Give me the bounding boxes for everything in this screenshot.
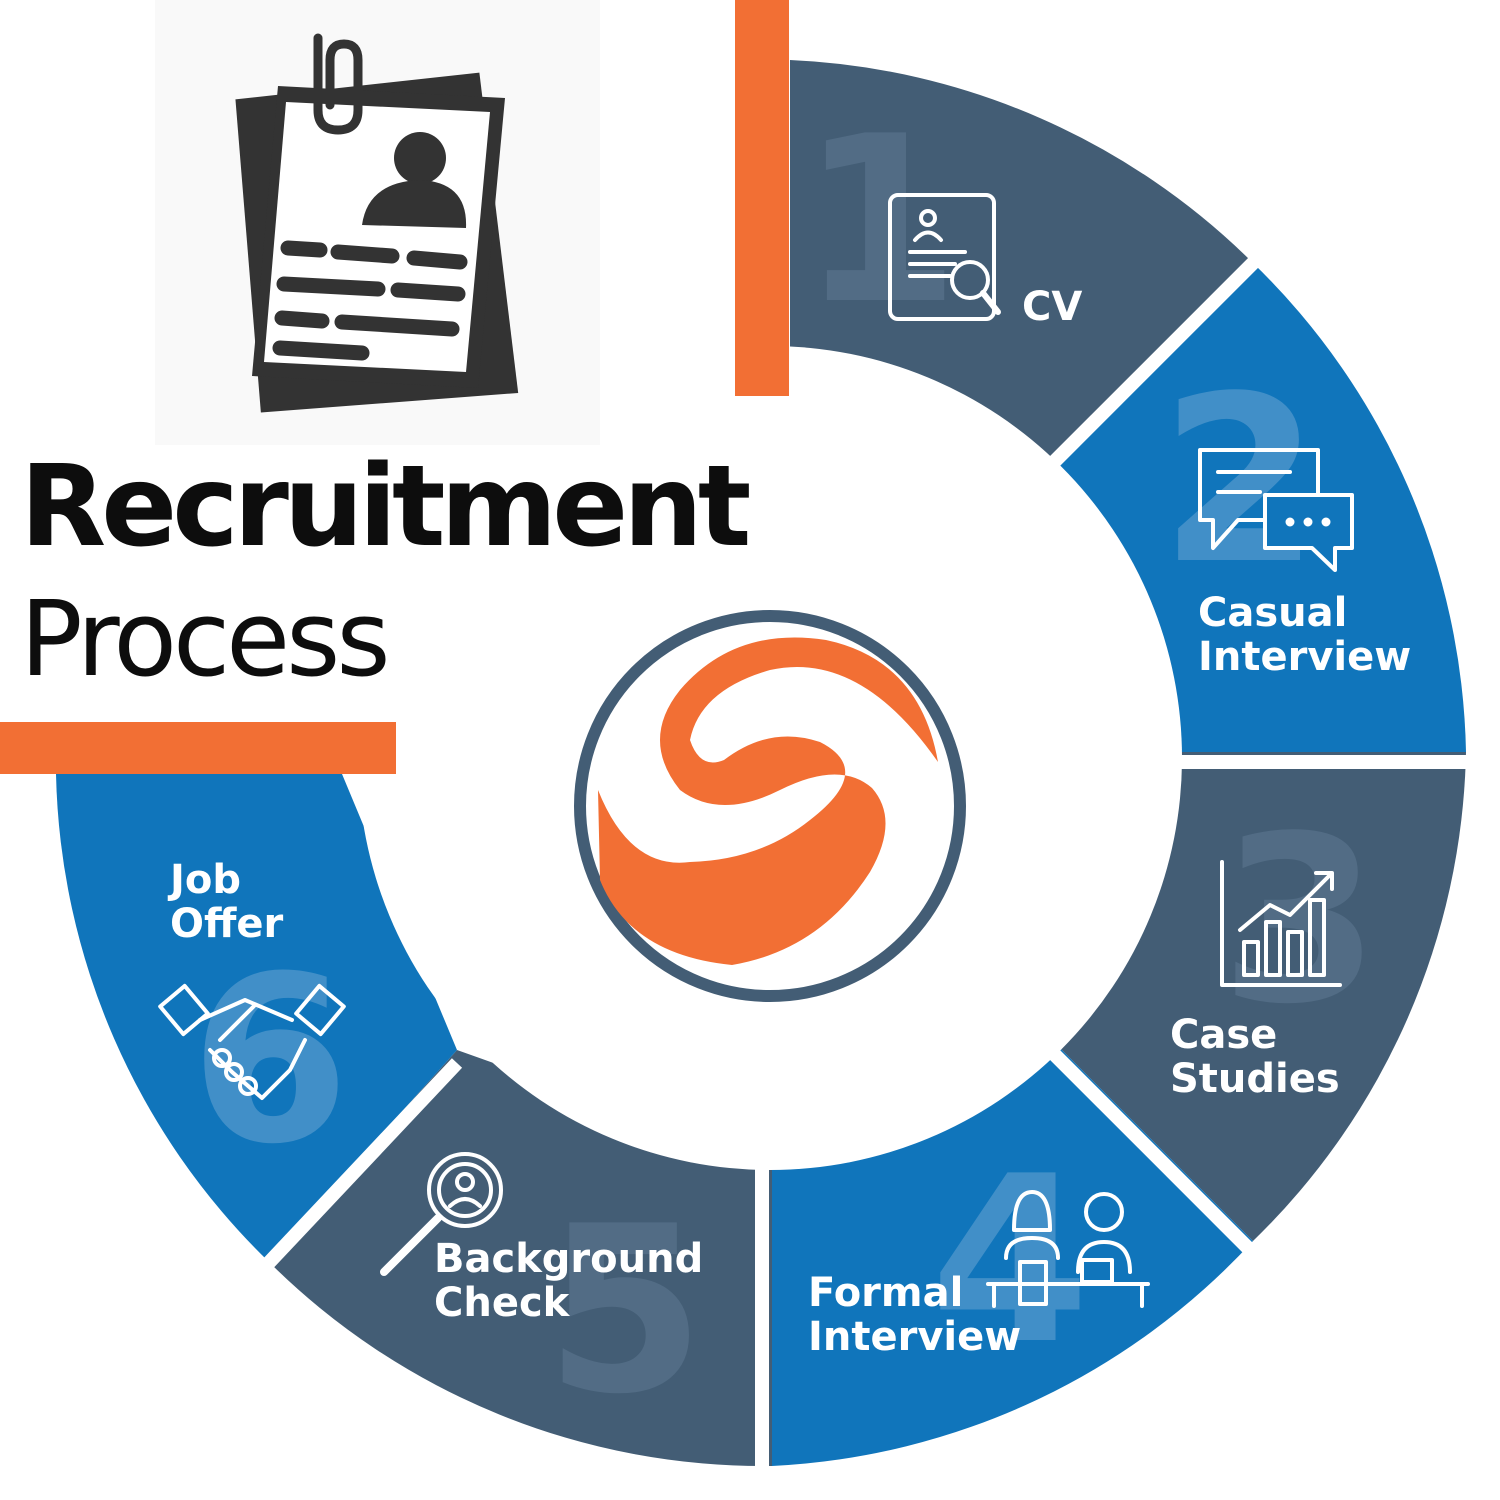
page-subtitle: Process bbox=[20, 578, 387, 700]
interview-desk-icon bbox=[986, 1190, 1150, 1308]
logo-swoosh bbox=[598, 637, 938, 965]
person-search-icon bbox=[380, 1152, 503, 1276]
step-2-number: 2 bbox=[1160, 348, 1320, 615]
step-6-label-line-1: Job bbox=[167, 857, 241, 903]
step-6-segment bbox=[56, 774, 457, 1261]
step-1-segment bbox=[790, 60, 1253, 459]
step-5-number: 5 bbox=[545, 1178, 705, 1445]
accent-bar-vertical bbox=[735, 0, 789, 396]
page-title: Recruitment bbox=[20, 442, 749, 572]
step-5-label: Background Check bbox=[434, 1236, 717, 1326]
step-4-label: Formal Interview bbox=[808, 1270, 1021, 1360]
swoosh-logo-icon bbox=[574, 610, 966, 1002]
resume-clipboard-icon bbox=[155, 0, 600, 445]
segment-dividers bbox=[256, 249, 1480, 1480]
step-1-label-line-1: CV bbox=[1022, 284, 1082, 330]
step-3-label-line-2: Studies bbox=[1170, 1056, 1340, 1102]
step-5-label-line-2: Check bbox=[434, 1280, 571, 1326]
step-2-label-line-1: Casual bbox=[1198, 590, 1347, 636]
step-4-number: 4 bbox=[930, 1128, 1090, 1395]
step-4-label-line-2: Interview bbox=[808, 1314, 1021, 1360]
step-1-label: CV bbox=[1022, 284, 1082, 330]
step-2-label: Casual Interview bbox=[1198, 590, 1411, 680]
accent-bar-horizontal bbox=[0, 722, 396, 774]
step-5-segment bbox=[268, 1050, 772, 1467]
step-3-label-line-1: Case bbox=[1170, 1012, 1277, 1058]
growth-chart-icon bbox=[1220, 860, 1342, 987]
step-labels: CV Casual Interview Case Studies Formal … bbox=[167, 284, 1411, 1360]
chat-bubbles-icon bbox=[1198, 448, 1354, 572]
step-6-label-line-2: Offer bbox=[170, 901, 284, 947]
step-2-label-line-2: Interview bbox=[1198, 634, 1411, 680]
step-6-label: Job Offer bbox=[167, 857, 284, 947]
handshake-icon bbox=[158, 983, 346, 1100]
step-4-label-line-1: Formal bbox=[808, 1270, 963, 1316]
step-3-number: 3 bbox=[1220, 788, 1380, 1055]
step-3-label: Case Studies bbox=[1170, 1012, 1340, 1102]
step-5-label-line-1: Background bbox=[434, 1236, 703, 1282]
cv-search-icon bbox=[888, 193, 1001, 321]
